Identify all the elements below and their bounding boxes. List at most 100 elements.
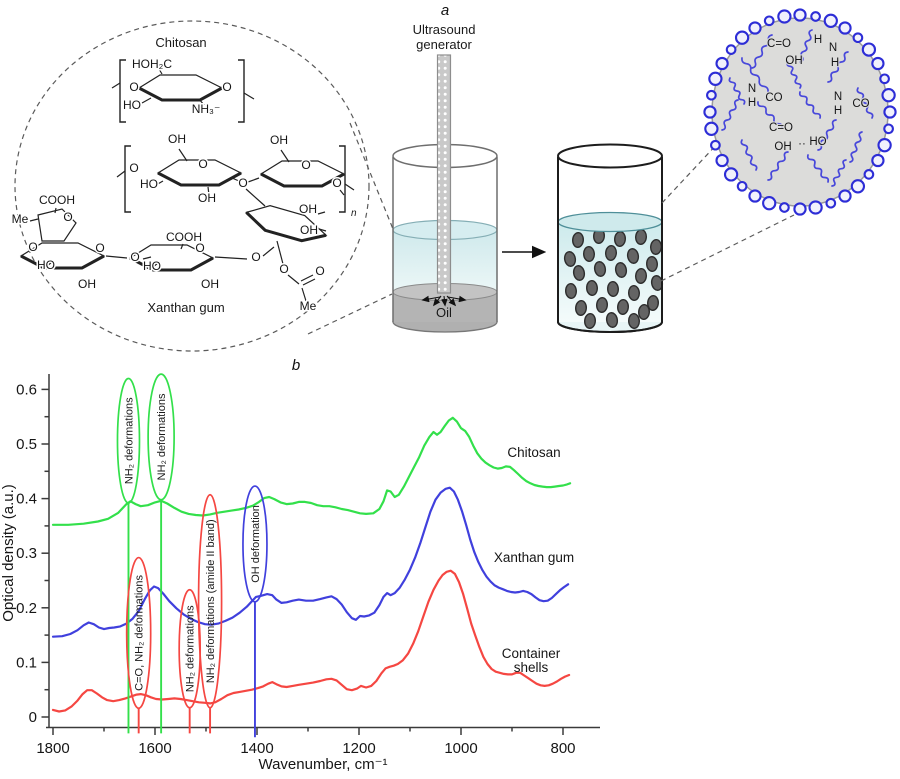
beaker2-bottom-arc	[557, 321, 663, 333]
x-axis-title: Wavenumber, cm⁻¹	[258, 756, 387, 773]
oil-droplet	[604, 245, 618, 261]
oil-droplet	[614, 262, 628, 278]
cavitation-arrows	[421, 295, 467, 307]
oil-droplet	[605, 312, 619, 328]
shell-bubble	[863, 169, 875, 180]
polymer-chain	[817, 119, 837, 151]
xanthan-atom-label: COOH	[166, 230, 202, 244]
oil-droplet	[564, 283, 578, 299]
capsule-group-label: N	[834, 91, 842, 103]
shell-bubble	[879, 73, 890, 85]
xanthan-atom-label: O	[301, 158, 310, 172]
shell-bubble	[850, 179, 866, 194]
xanthan-atom-label: O	[251, 250, 260, 264]
curve-label: Container	[502, 646, 561, 661]
connector-left-top	[349, 122, 394, 230]
shell-bubble	[871, 56, 885, 71]
xanthan-atom-label: Me	[300, 299, 317, 313]
polymer-chain	[856, 87, 874, 119]
xanthan-atom-label: O	[279, 262, 288, 276]
oil-label: Oil	[436, 305, 452, 320]
oil-droplet	[595, 297, 609, 313]
annotation-ellipse	[147, 373, 175, 501]
x-tick-label: 800	[550, 740, 575, 757]
polymer-chain	[751, 34, 773, 69]
polymer-chain	[786, 61, 802, 89]
xanthan-atom-label: O	[129, 161, 138, 175]
polymer-chain	[798, 91, 822, 119]
shell-bubble	[703, 105, 717, 119]
polymer-chain	[721, 99, 739, 131]
polymer-chains	[721, 29, 874, 187]
oil-droplet	[627, 285, 641, 301]
panel-b-label: b	[292, 357, 300, 374]
bracket-lines	[119, 59, 346, 213]
xanthan-atom-label: O	[315, 264, 324, 278]
oil-droplet	[613, 231, 627, 247]
shell-bubble	[861, 42, 877, 57]
xanthan-atom-label: OH	[78, 277, 96, 291]
capsule-group-label: H	[831, 57, 839, 69]
annotation-ellipse	[125, 556, 152, 710]
oil-droplet	[606, 281, 620, 297]
polymer-chain	[806, 154, 830, 183]
annotation-label: NH₂ deformations (amide II band)	[205, 519, 217, 683]
ultrasound-probe	[436, 54, 452, 294]
xanthan-atom-label: O	[95, 241, 104, 255]
oil-droplet	[572, 265, 586, 281]
chitosan-title: Chitosan	[155, 35, 206, 50]
x-tick-label: 1400	[240, 740, 273, 757]
capsule-group-label: H	[834, 105, 842, 117]
polymer-chain	[831, 159, 847, 187]
ultrasound-label-line2: generator	[416, 37, 472, 52]
emulsion-surface	[557, 211, 663, 233]
shell-bubble	[883, 105, 897, 119]
polymer-chain	[849, 131, 863, 163]
xanthan-atom-label: HO	[140, 177, 158, 191]
curve-label: Xanthan gum	[494, 550, 574, 565]
oil-droplet	[574, 300, 588, 316]
annotation-label: NH₂ deformations	[123, 397, 135, 484]
capsule-group-label: H	[814, 34, 822, 46]
oil-droplet	[645, 256, 659, 272]
shell-bubble	[715, 56, 729, 71]
xanthan-atom-label: O	[28, 240, 37, 254]
capsule-group-label: N	[748, 83, 756, 95]
oil-droplet	[571, 232, 585, 248]
x-tick-label: 1600	[138, 740, 171, 757]
spectrum-curve-3	[51, 569, 571, 713]
shell-bubble	[838, 21, 852, 35]
x-tick-label: 1800	[36, 740, 69, 757]
spectrum-curve-2	[51, 486, 570, 638]
shell-bubble	[823, 13, 838, 28]
polymer-chain	[728, 77, 746, 105]
annotation-label: NH₂ deformations	[185, 605, 197, 692]
pyruvate-ring	[37, 208, 77, 242]
oil-droplet	[646, 295, 660, 311]
shell-bubble	[793, 202, 807, 216]
capsule-core	[711, 17, 889, 207]
shell-bubble	[734, 30, 750, 45]
capsule-group-label: C=O	[769, 122, 793, 134]
oil-droplets	[563, 228, 664, 329]
oil-droplet	[627, 313, 641, 329]
chitosan-atom-label: HOH₂C	[132, 57, 172, 71]
annotation-label: NH₂ deformations	[156, 393, 168, 480]
oil-droplet	[616, 299, 630, 315]
shell-bubble	[725, 44, 737, 55]
dashed-zoom-circle	[14, 20, 370, 352]
spectrum-curve-1	[51, 416, 572, 526]
polymer-chain	[827, 51, 849, 83]
annotation-ellipse	[116, 377, 141, 504]
shell-bubble	[808, 200, 823, 215]
xanthan-atom-label: O	[332, 176, 341, 190]
sonication-beaker: Oil	[392, 54, 498, 333]
shell-bubble	[881, 88, 896, 103]
capsule-group-label: HO	[809, 136, 826, 148]
annotation-label: C=O, NH₂ deformations	[134, 574, 146, 690]
chitosan-atom-label: HO	[123, 98, 141, 112]
